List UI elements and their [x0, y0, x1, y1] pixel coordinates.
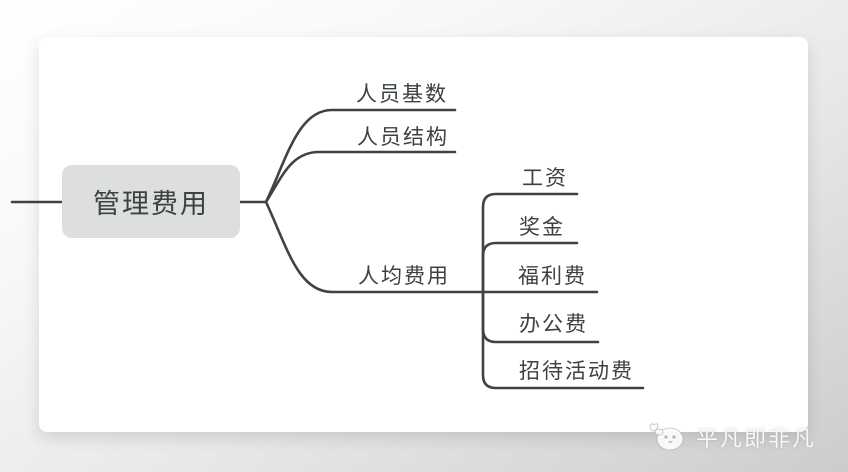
- node-child-entertainment[interactable]: 招待活动费: [519, 360, 634, 383]
- node-branch-per-capita-expense[interactable]: 人均费用: [358, 265, 450, 288]
- watermark-text: 平凡即非凡: [696, 426, 817, 451]
- node-child-salary[interactable]: 工资: [522, 167, 568, 190]
- child-line-entertainment: [481, 290, 645, 390]
- watermark: 平凡即非凡: [644, 420, 816, 454]
- node-child-bonus[interactable]: 奖金: [519, 216, 565, 239]
- branch-line-personnel-structure: [264, 150, 457, 204]
- child-line-salary: [481, 192, 579, 294]
- branch-line-personnel-base: [264, 108, 457, 204]
- branch-line-per-capita-expense: [264, 200, 485, 294]
- mascot-face-icon: [649, 423, 684, 451]
- node-child-office[interactable]: 办公费: [519, 313, 588, 336]
- node-branch-personnel-structure[interactable]: 人员结构: [357, 126, 449, 149]
- node-branch-personnel-base[interactable]: 人员基数: [356, 83, 448, 106]
- node-root-label: 管理费用: [93, 189, 209, 219]
- node-root-management-expense[interactable]: 管理费用: [62, 165, 240, 238]
- node-child-welfare[interactable]: 福利费: [518, 265, 587, 288]
- child-line-bonus: [481, 241, 579, 294]
